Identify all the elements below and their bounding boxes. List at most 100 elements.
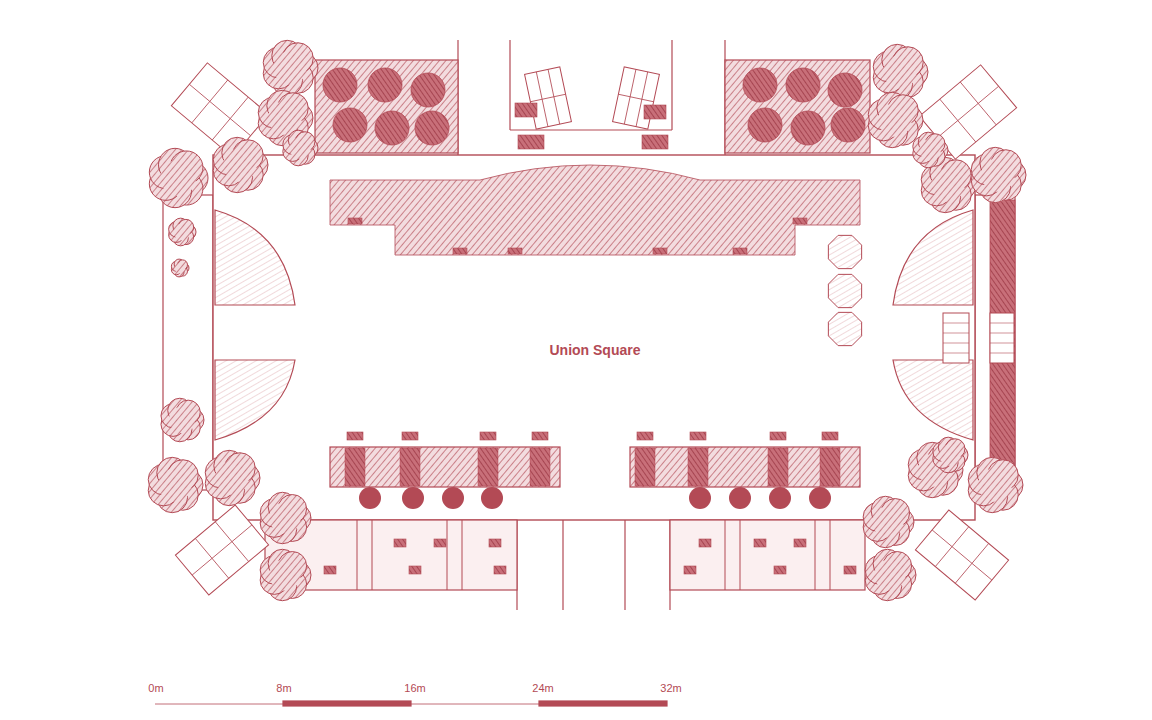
- seat: [480, 432, 496, 440]
- planting-bed: [330, 447, 560, 487]
- planter-tree: [791, 111, 825, 145]
- shrub: [478, 448, 498, 486]
- planter-box: [642, 135, 668, 149]
- tree: [213, 137, 268, 192]
- seat: [754, 539, 766, 547]
- tree: [933, 437, 968, 473]
- bench-slat: [943, 323, 969, 324]
- seat: [508, 248, 522, 254]
- seat: [453, 248, 467, 254]
- light-fan: [215, 360, 295, 440]
- seat: [394, 539, 406, 547]
- tree: [968, 457, 1023, 512]
- bench-slat: [990, 333, 1014, 334]
- scale-label: 0m: [148, 682, 163, 694]
- bollard-tree: [729, 487, 751, 509]
- planter-box: [515, 103, 537, 117]
- bench-slat: [990, 323, 1014, 324]
- seat: [793, 218, 807, 224]
- umbrella: [828, 235, 861, 268]
- seat: [532, 432, 548, 440]
- stair: [462, 520, 463, 590]
- bench-slat: [943, 353, 969, 354]
- scale-segment: [539, 701, 667, 706]
- tree: [908, 442, 963, 497]
- bollard-tree: [359, 487, 381, 509]
- planter-box: [644, 105, 666, 119]
- planting-bed: [630, 447, 860, 487]
- seat: [653, 248, 667, 254]
- grid-panel: [915, 510, 1008, 600]
- bench-slat: [990, 353, 1014, 354]
- tree: [171, 259, 189, 277]
- tree: [148, 457, 203, 512]
- street-edge: [624, 520, 625, 610]
- seat: [409, 566, 421, 574]
- light-fan: [893, 210, 973, 305]
- planter-tree: [323, 68, 357, 102]
- seat: [324, 566, 336, 574]
- planter: [725, 60, 870, 153]
- bollard-tree: [689, 487, 711, 509]
- terrace: [670, 520, 865, 590]
- planter-tree: [375, 111, 409, 145]
- seat: [347, 432, 363, 440]
- stair: [815, 520, 816, 590]
- light-fan: [215, 210, 295, 305]
- umbrella: [828, 312, 861, 345]
- tree: [283, 130, 318, 166]
- tree: [865, 549, 916, 600]
- seat: [774, 566, 786, 574]
- plaza-outline: [213, 155, 975, 520]
- bench-slat: [990, 343, 1014, 344]
- tree: [913, 132, 948, 168]
- seat: [699, 539, 711, 547]
- street-edge: [562, 520, 563, 610]
- tree: [260, 492, 311, 543]
- stair: [740, 520, 741, 590]
- bench: [943, 313, 969, 363]
- light-fan: [893, 360, 973, 440]
- seat: [794, 539, 806, 547]
- seat: [489, 539, 501, 547]
- tree: [868, 92, 923, 147]
- tree: [873, 44, 928, 99]
- scale-label: 32m: [660, 682, 681, 694]
- shrub: [400, 448, 420, 486]
- tree: [161, 398, 204, 442]
- planter-tree: [743, 68, 777, 102]
- bench: [990, 313, 1014, 363]
- shrub: [820, 448, 840, 486]
- tree: [260, 549, 311, 600]
- bollard-tree: [442, 487, 464, 509]
- grid-panel: [525, 67, 572, 129]
- scale-label: 8m: [276, 682, 291, 694]
- planter-tree: [786, 68, 820, 102]
- grid-panel: [175, 505, 268, 595]
- tree: [149, 148, 208, 207]
- place-name: Union Square: [549, 342, 640, 358]
- seat: [348, 218, 362, 224]
- scale-segment: [283, 701, 411, 706]
- tree: [971, 147, 1026, 202]
- grid-panel: [613, 67, 660, 129]
- seat: [637, 432, 653, 440]
- shrub: [688, 448, 708, 486]
- bollard-tree: [809, 487, 831, 509]
- tree: [863, 496, 914, 547]
- pavilion: [330, 165, 860, 255]
- planter-box: [518, 135, 544, 149]
- bollard-tree: [481, 487, 503, 509]
- seat: [770, 432, 786, 440]
- street-edge: [509, 40, 510, 130]
- stair: [830, 520, 831, 590]
- planter-tree: [748, 108, 782, 142]
- planter-tree: [831, 108, 865, 142]
- seat: [733, 248, 747, 254]
- seat: [690, 432, 706, 440]
- bollard-tree: [769, 487, 791, 509]
- shrub: [530, 448, 550, 486]
- tree: [205, 450, 260, 505]
- street-edge: [671, 40, 672, 130]
